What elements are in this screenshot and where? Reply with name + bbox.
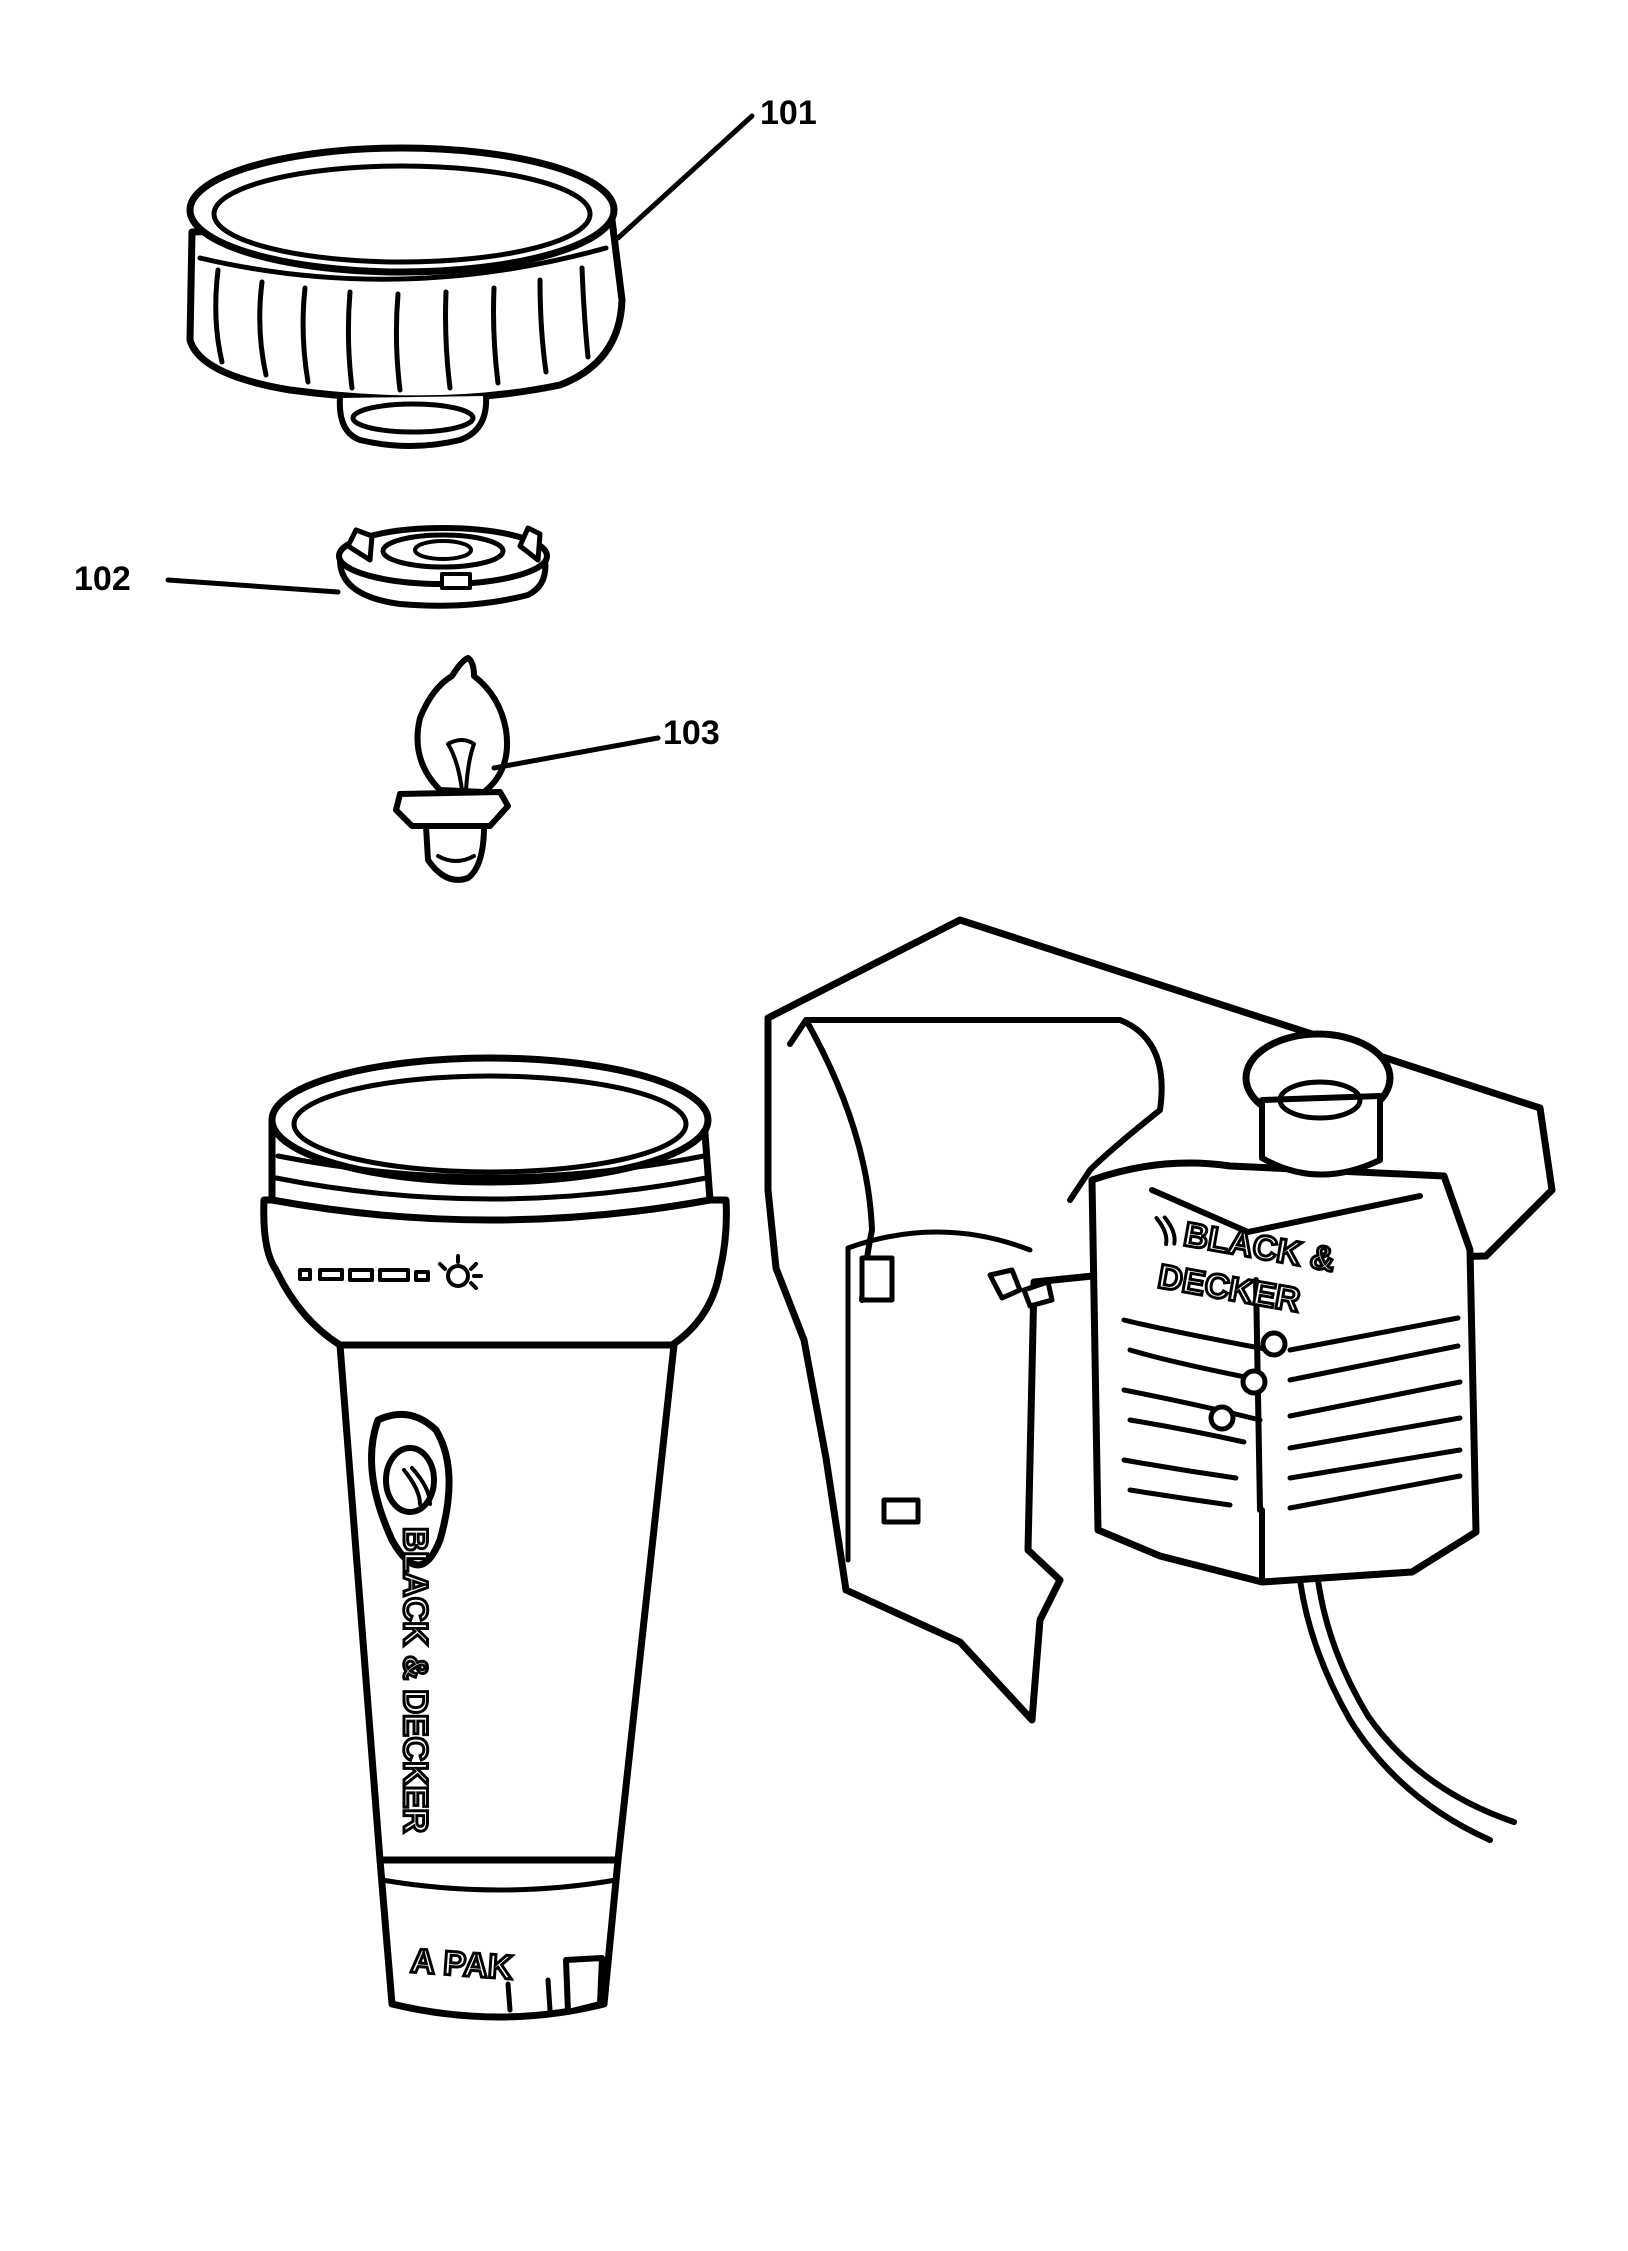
callout-102: 102 [74, 560, 131, 598]
part-101-bezel [186, 144, 626, 449]
flashlight-body [260, 1054, 730, 2021]
charger-logo-swoosh-icon [1154, 1215, 1177, 1247]
flashlight-logo-swoosh-icon [402, 1466, 432, 1506]
wall-charger [764, 916, 1556, 1843]
part-103-bulb [393, 655, 511, 883]
leader-102 [165, 577, 341, 595]
leader-103 [491, 735, 661, 771]
charger-indicator-icon [1208, 1330, 1288, 1432]
leader-101 [615, 113, 755, 241]
part-102-lamp-holder [336, 525, 550, 609]
flashlight-logo: BLACK & DECKER [395, 1526, 436, 1835]
flashlight-logo-text: BLACK & DECKER [396, 1527, 434, 1833]
callout-103: 103 [663, 714, 720, 752]
flashlight-pack-label: A PAK [409, 1942, 514, 1987]
callout-101: 101 [760, 94, 817, 132]
leader-lines [165, 113, 755, 771]
